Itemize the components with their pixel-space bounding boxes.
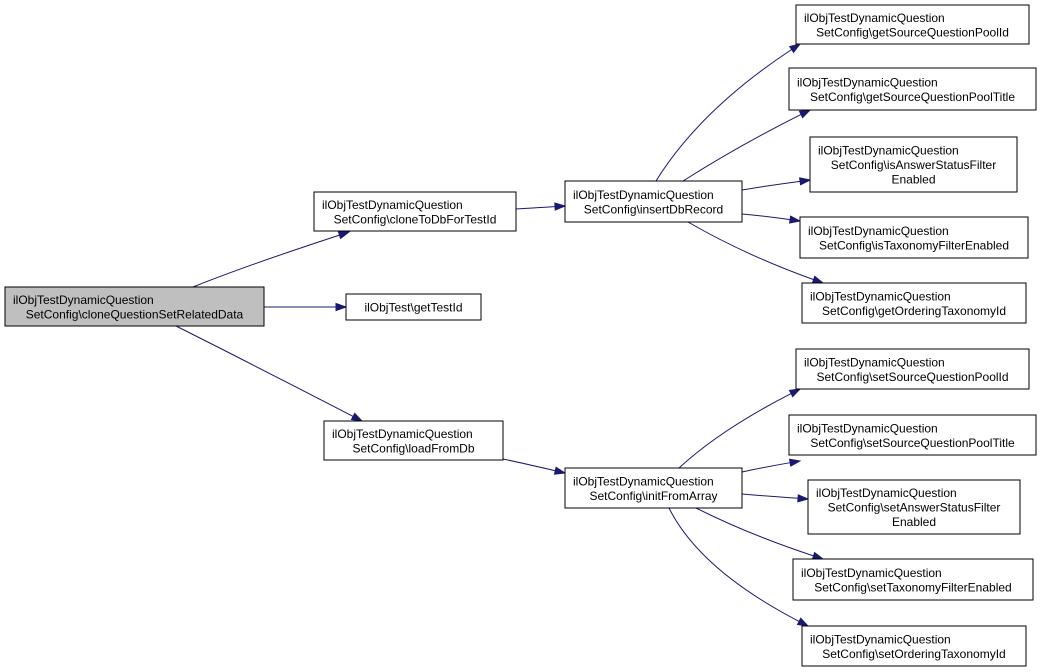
node-label-line: SetConfig\getSourceQuestionPoolId <box>816 25 1009 39</box>
node-label-line: ilObjTestDynamicQuestion <box>818 144 959 158</box>
node-setSourceQuestionPoolTitle[interactable]: ilObjTestDynamicQuestionSetConfig\setSou… <box>788 414 1037 456</box>
edge-initFromArray-to-setAnswerStatusFilterEnabled <box>741 493 810 503</box>
arrowhead <box>788 43 802 54</box>
node-label-line: SetConfig\cloneQuestionSetRelatedData <box>26 307 244 321</box>
node-box <box>564 467 743 509</box>
edge-cloneToDbForTestId-to-insertDbRecord <box>515 202 567 211</box>
arrowhead <box>799 177 812 186</box>
node-label-line: ilObjTestDynamicQuestion <box>573 474 714 488</box>
arrowhead <box>796 617 810 627</box>
node-box <box>564 180 743 223</box>
node-insertDbRecord[interactable]: ilObjTestDynamicQuestionSetConfig\insert… <box>564 180 743 223</box>
node-box <box>788 414 1037 456</box>
node-label-line: ilObjTestDynamicQuestion <box>816 486 957 500</box>
node-label-line: ilObjTestDynamicQuestion <box>808 224 949 238</box>
edge-initFromArray-to-setOrderingTaxonomyId <box>668 507 810 627</box>
node-label-line: Enabled <box>891 173 935 187</box>
edge-initFromArray-to-setSourceQuestionPoolId <box>678 388 802 469</box>
node-box <box>788 67 1037 111</box>
node-box <box>809 136 1018 193</box>
node-label-line: SetConfig\initFromArray <box>589 489 717 503</box>
node-getTestId[interactable]: ilObjTest\getTestId <box>345 293 482 321</box>
node-label-line: ilObjTestDynamicQuestion <box>810 632 951 646</box>
node-box <box>313 191 517 232</box>
node-setTaxonomyFilterEnabled[interactable]: ilObjTestDynamicQuestionSetConfig\setTax… <box>792 558 1034 601</box>
node-cloneQuestionSetRelatedData[interactable]: ilObjTestDynamicQuestionSetConfig\cloneQ… <box>4 286 265 327</box>
node-label-line: SetConfig\getOrderingTaxonomyId <box>822 304 1006 318</box>
node-initFromArray[interactable]: ilObjTestDynamicQuestionSetConfig\initFr… <box>564 467 743 509</box>
node-label-line: ilObjTestDynamicQuestion <box>573 188 714 202</box>
node-label-line: SetConfig\setSourceQuestionPoolTitle <box>810 436 1015 450</box>
edges <box>175 43 825 627</box>
node-label-line: SetConfig\insertDbRecord <box>584 202 723 216</box>
edge-initFromArray-to-setSourceQuestionPoolTitle <box>741 458 802 473</box>
node-label-line: ilObjTestDynamicQuestion <box>797 75 938 89</box>
node-label-line: ilObjTestDynamicQuestion <box>13 293 154 307</box>
node-label-line: ilObjTestDynamicQuestion <box>801 566 942 580</box>
node-box <box>807 479 1021 535</box>
node-setSourceQuestionPoolId[interactable]: ilObjTestDynamicQuestionSetConfig\setSou… <box>795 348 1030 390</box>
node-box <box>801 625 1027 667</box>
node-label-line: ilObjTestDynamicQuestion <box>332 427 473 441</box>
edge-loadFromDb-to-initFromArray <box>502 458 567 475</box>
edge-insertDbRecord-to-isTaxonomyFilterEnabled <box>741 213 802 224</box>
node-label-line: SetConfig\setOrderingTaxonomyId <box>822 647 1005 661</box>
node-box <box>799 216 1029 259</box>
node-isTaxonomyFilterEnabled[interactable]: ilObjTestDynamicQuestionSetConfig\isTaxo… <box>799 216 1029 259</box>
edge-insertDbRecord-to-getSourceQuestionPoolTitle <box>682 109 812 182</box>
arrowhead <box>350 412 364 422</box>
arrowhead <box>797 494 810 503</box>
node-box <box>345 293 482 321</box>
node-box <box>795 348 1030 390</box>
node-label-line: SetConfig\setTaxonomyFilterEnabled <box>814 580 1011 594</box>
arrowhead <box>798 109 812 119</box>
node-box <box>801 282 1027 324</box>
node-label-line: SetConfig\isTaxonomyFilterEnabled <box>819 238 1009 252</box>
node-label-line: SetConfig\isAnswerStatusFilter <box>831 158 996 172</box>
arrowhead <box>811 275 825 284</box>
node-label-line: ilObjTestDynamicQuestion <box>804 355 945 369</box>
arrowhead <box>553 466 567 475</box>
node-label-line: SetConfig\setSourceQuestionPoolId <box>816 370 1008 384</box>
arrowhead <box>789 215 802 224</box>
node-label-line: ilObjTestDynamicQuestion <box>797 421 938 435</box>
node-label-line: ilObjTestDynamicQuestion <box>804 11 945 25</box>
node-getOrderingTaxonomyId[interactable]: ilObjTestDynamicQuestionSetConfig\getOrd… <box>801 282 1027 324</box>
node-setAnswerStatusFilterEnabled[interactable]: ilObjTestDynamicQuestionSetConfig\setAns… <box>807 479 1021 535</box>
edge-cloneQuestionSetRelatedData-to-cloneToDbForTestId <box>192 231 351 288</box>
node-label-line: SetConfig\loadFromDb <box>352 441 474 455</box>
edge-insertDbRecord-to-getSourceQuestionPoolId <box>655 43 802 182</box>
node-box <box>792 558 1034 601</box>
node-loadFromDb[interactable]: ilObjTestDynamicQuestionSetConfig\loadFr… <box>323 420 504 461</box>
nodes: ilObjTestDynamicQuestionSetConfig\cloneQ… <box>4 4 1037 667</box>
node-label-line: SetConfig\getSourceQuestionPoolTitle <box>810 90 1015 104</box>
arrowhead <box>788 388 802 398</box>
node-box <box>323 420 504 461</box>
node-isAnswerStatusFilterEnabled[interactable]: ilObjTestDynamicQuestionSetConfig\isAnsw… <box>809 136 1018 193</box>
arrowhead <box>335 302 348 312</box>
node-label-line: Enabled <box>892 515 936 529</box>
node-cloneToDbForTestId[interactable]: ilObjTestDynamicQuestionSetConfig\cloneT… <box>313 191 517 232</box>
node-setOrderingTaxonomyId[interactable]: ilObjTestDynamicQuestionSetConfig\setOrd… <box>801 625 1027 667</box>
edge-cloneQuestionSetRelatedData-to-loadFromDb <box>175 325 364 422</box>
node-getSourceQuestionPoolTitle[interactable]: ilObjTestDynamicQuestionSetConfig\getSou… <box>788 67 1037 111</box>
arrowhead <box>811 551 825 560</box>
node-box <box>4 286 265 327</box>
arrowhead <box>337 231 351 240</box>
node-getSourceQuestionPoolId[interactable]: ilObjTestDynamicQuestionSetConfig\getSou… <box>795 4 1030 45</box>
edge-cloneQuestionSetRelatedData-to-getTestId <box>263 302 348 312</box>
node-label-line: SetConfig\cloneToDbForTestId <box>334 212 497 226</box>
arrowhead <box>788 458 802 467</box>
node-label-line: SetConfig\setAnswerStatusFilter <box>828 501 1001 515</box>
node-label-line: ilObjTestDynamicQuestion <box>810 289 951 303</box>
node-label-line: ilObjTestDynamicQuestion <box>322 198 463 212</box>
edge-initFromArray-to-setTaxonomyFilterEnabled <box>695 507 825 560</box>
node-box <box>795 4 1030 45</box>
arrowhead <box>554 202 567 211</box>
edge-insertDbRecord-to-isAnswerStatusFilterEnabled <box>741 177 812 191</box>
node-label-line: ilObjTest\getTestId <box>364 301 462 315</box>
